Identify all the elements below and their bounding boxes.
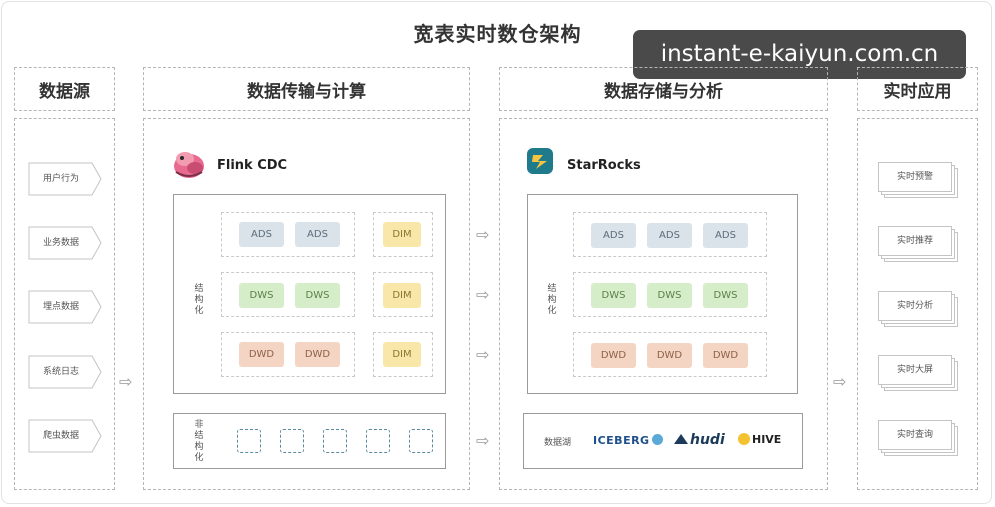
source-item-label: 埋点数据 (42, 302, 79, 312)
flink-dws-layer (221, 272, 355, 317)
source-item: 系统日志 (28, 355, 102, 389)
flink-ads-layer (221, 212, 355, 257)
flink-dwd-chip: DWD (239, 342, 284, 367)
app-item-label: 实时推荐 (896, 236, 933, 246)
iceberg-logo: ICEBERG (593, 434, 663, 447)
flink-dim-box (373, 272, 433, 317)
hive-logo: HIVE (738, 433, 781, 446)
arrow-storage-to-apps: ⇨ (833, 372, 847, 391)
app-item: 实时预警 (878, 162, 958, 198)
data-lake-box (523, 413, 803, 469)
flink-unstructured-box (173, 413, 446, 469)
unstructured-placeholder (237, 429, 261, 453)
unstructured-placeholder (323, 429, 347, 453)
hudi-mountain-icon (674, 434, 688, 444)
flink-dws-chip: DWS (239, 283, 284, 308)
flink-dim-chip: DIM (383, 222, 421, 247)
flink-dws-chip: DWS (295, 283, 340, 308)
flink-unstructured-label: 非结构化 (194, 420, 204, 463)
watermark: instant-e-kaiyun.com.cn (633, 30, 966, 79)
hive-bee-icon (738, 433, 750, 445)
header-transfer-compute: 数据传输与计算 (143, 67, 470, 111)
flink-dim-chip: DIM (383, 283, 421, 308)
source-item-label: 用户行为 (42, 174, 79, 184)
starrocks-structured-label: 结构化 (547, 284, 557, 316)
flink-ads-chip: ADS (239, 222, 284, 247)
arrow-transfer-to-storage: ⇨ (476, 285, 490, 304)
arrow-source-to-transfer: ⇨ (119, 372, 133, 391)
source-item-label: 业务数据 (42, 238, 79, 248)
starrocks-ads-chip: ADS (647, 223, 692, 248)
header-data-source: 数据源 (14, 67, 115, 111)
starrocks-dwd-layer (573, 332, 767, 377)
app-item: 实时推荐 (878, 226, 958, 262)
arrow-transfer-to-storage: ⇨ (476, 345, 490, 364)
starrocks-dws-chip: DWS (591, 283, 636, 308)
header-storage-analysis: 数据存储与分析 (499, 67, 828, 111)
source-item: 埋点数据 (28, 290, 102, 324)
app-item-label: 实时大屏 (896, 365, 933, 375)
data-lake-label: 数据湖 (544, 438, 572, 448)
flink-ads-chip: ADS (295, 222, 340, 247)
transfer-panel (143, 118, 470, 490)
starrocks-dws-chip: DWS (647, 283, 692, 308)
flink-logo-icon (170, 146, 208, 180)
app-item-label: 实时预警 (896, 172, 933, 182)
arrow-transfer-to-storage: ⇨ (476, 225, 490, 244)
source-item: 爬虫数据 (28, 419, 102, 453)
app-item: 实时大屏 (878, 355, 958, 391)
starrocks-ads-chip: ADS (703, 223, 748, 248)
app-item-label: 实时分析 (896, 301, 933, 311)
starrocks-dws-chip: DWS (703, 283, 748, 308)
starrocks-logo-icon (526, 147, 554, 175)
source-item: 用户行为 (28, 162, 102, 196)
starrocks-ads-chip: ADS (591, 223, 636, 248)
apps-panel (857, 118, 978, 490)
starrocks-label: StarRocks (567, 158, 641, 173)
arrow-transfer-to-storage: ⇨ (476, 431, 490, 450)
starrocks-dwd-chip: DWD (703, 343, 748, 368)
storage-panel (499, 118, 828, 490)
source-item: 业务数据 (28, 226, 102, 260)
diagram-title: 宽表实时数仓架构 (413, 22, 582, 46)
starrocks-ads-layer (573, 212, 767, 257)
app-item: 实时查询 (878, 420, 958, 456)
source-item-label: 系统日志 (42, 367, 79, 377)
starrocks-dws-layer (573, 272, 767, 317)
flink-dim-box (373, 212, 433, 257)
app-item: 实时分析 (878, 291, 958, 327)
app-item-label: 实时查询 (896, 430, 933, 440)
flink-dwd-layer (221, 332, 355, 377)
unstructured-placeholder (280, 429, 304, 453)
source-panel (14, 118, 115, 490)
source-item-label: 爬虫数据 (42, 431, 79, 441)
iceberg-globe-icon (651, 434, 663, 445)
starrocks-dwd-chip: DWD (647, 343, 692, 368)
starrocks-dwd-chip: DWD (591, 343, 636, 368)
unstructured-placeholder (366, 429, 390, 453)
unstructured-placeholder (409, 429, 433, 453)
flink-dim-chip: DIM (383, 342, 421, 367)
flink-structured-label: 结构化 (194, 284, 204, 316)
flink-dim-box (373, 332, 433, 377)
flink-cdc-label: Flink CDC (217, 158, 288, 173)
hudi-logo: hudi (674, 432, 725, 448)
header-realtime-apps: 实时应用 (857, 67, 978, 111)
flink-dwd-chip: DWD (295, 342, 340, 367)
